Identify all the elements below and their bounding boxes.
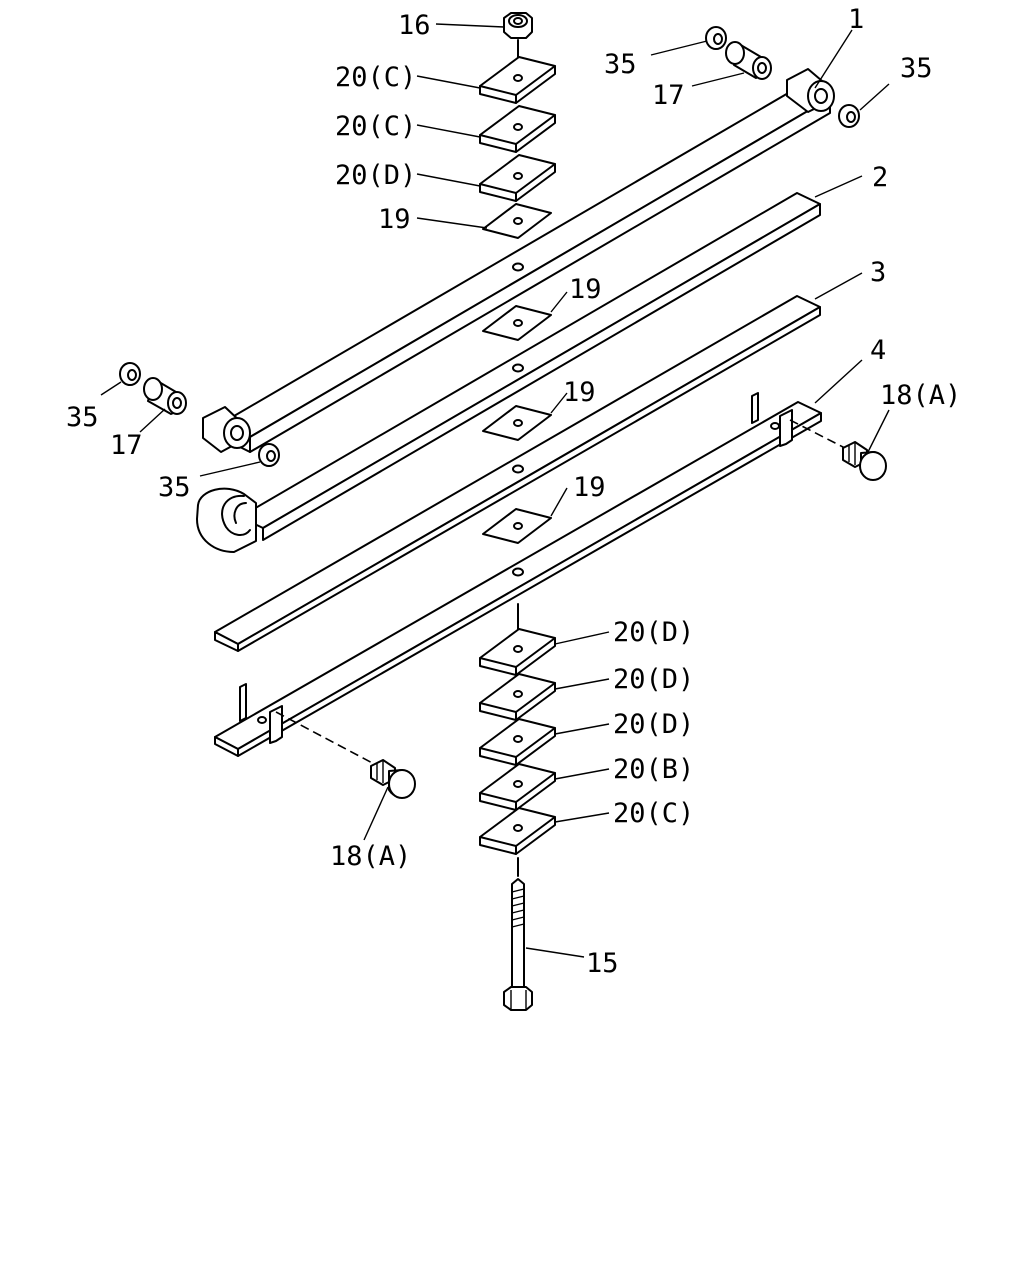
center-bolt-15	[503, 857, 533, 1011]
callout-20c-bottom: 20(C)	[613, 798, 694, 829]
callout-20c-top-2: 20(C)	[335, 111, 416, 142]
shim-lower-1	[479, 628, 556, 676]
washer-35-left	[119, 362, 141, 386]
callout-20c-top-1: 20(C)	[335, 62, 416, 93]
callout-2: 2	[872, 162, 888, 193]
callout-35-right: 35	[900, 53, 933, 84]
shim-upper-2	[479, 105, 556, 153]
callout-labels: 16 20(C) 20(C) 20(D) 19 35 17 1 35 2 19 …	[66, 4, 961, 979]
shim-upper-1	[479, 56, 556, 104]
shim-lower-2	[479, 673, 556, 721]
callout-19-top: 19	[378, 204, 411, 235]
shim-upper-3	[479, 154, 556, 202]
washer-35-right	[838, 104, 860, 128]
callout-35-left: 35	[66, 402, 99, 433]
leaf-spring-1	[202, 68, 835, 453]
leaf-spring-3	[214, 295, 821, 652]
callout-17-top: 17	[652, 80, 685, 111]
bushing-17-left	[143, 377, 187, 415]
callout-20b-bottom: 20(B)	[613, 754, 694, 785]
washer-35-top	[705, 26, 727, 50]
callout-20d-bottom-1: 20(D)	[613, 617, 694, 648]
shim-lower-3	[479, 718, 556, 766]
pad-19-mid3	[482, 508, 552, 544]
bushing-17-top	[725, 41, 772, 80]
callout-17-left: 17	[110, 430, 143, 461]
washer-35-lower	[258, 443, 280, 467]
callout-19-mid-1: 19	[569, 274, 602, 305]
shim-lower-4	[479, 763, 556, 811]
leader-lines	[100, 23, 890, 958]
callout-19-mid-2: 19	[563, 377, 596, 408]
bolt-18a-left	[275, 711, 416, 799]
callout-18a-right: 18(A)	[880, 380, 961, 411]
callout-35-lower: 35	[158, 472, 191, 503]
pad-19-mid2	[482, 405, 552, 441]
callout-18a-left: 18(A)	[330, 841, 411, 872]
callout-20d-bottom-3: 20(D)	[613, 709, 694, 740]
pad-19-top	[482, 203, 552, 239]
callout-20d-bottom-2: 20(D)	[613, 664, 694, 695]
callout-35-top: 35	[604, 49, 637, 80]
bolt-18a-right	[789, 419, 887, 481]
callout-4: 4	[870, 335, 886, 366]
callout-20d-top: 20(D)	[335, 160, 416, 191]
callout-16: 16	[398, 10, 431, 41]
leaf-spring-4	[214, 392, 822, 757]
callout-15: 15	[586, 948, 619, 979]
leaf-spring-2	[196, 192, 821, 553]
callout-3: 3	[870, 257, 886, 288]
callout-19-mid-3: 19	[573, 472, 606, 503]
pad-19-mid1	[482, 305, 552, 341]
callout-1: 1	[848, 4, 864, 35]
shim-lower-5	[479, 807, 556, 855]
